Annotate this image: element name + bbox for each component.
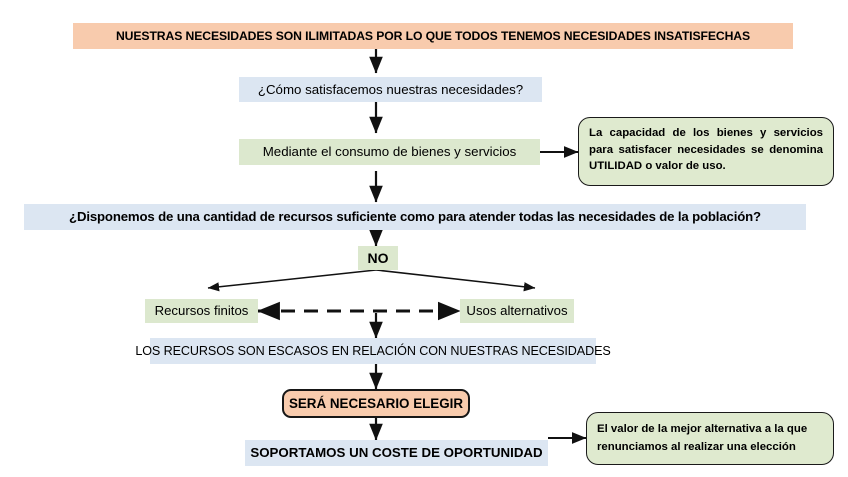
node-question-resources: ¿Disponemos de una cantidad de recursos … bbox=[24, 204, 806, 230]
node-answer-consumption: Mediante el consumo de bienes y servicio… bbox=[239, 139, 540, 165]
node-opportunity-cost: SOPORTAMOS UN COSTE DE OPORTUNIDAD bbox=[245, 440, 548, 466]
node-must-choose: SERÁ NECESARIO ELEGIR bbox=[282, 389, 470, 418]
wire-answer-no-to-finite-resources bbox=[207, 269, 377, 292]
callout-coste-oportunidad: El valor de la mejor alternativa a la qu… bbox=[586, 412, 834, 465]
callout-utilidad: La capacidad de los bienes y servicios p… bbox=[578, 117, 834, 186]
node-header: NUESTRAS NECESIDADES SON ILIMITADAS POR … bbox=[73, 23, 793, 49]
node-scarcity: LOS RECURSOS SON ESCASOS EN RELACIÓN CON… bbox=[135, 338, 611, 364]
node-finite-resources: Recursos finitos bbox=[145, 299, 258, 323]
wire-answer-no-to-alternative-uses bbox=[375, 269, 536, 292]
node-question-how: ¿Cómo satisfacemos nuestras necesidades? bbox=[239, 77, 542, 102]
node-answer-no: NO bbox=[358, 246, 398, 270]
node-alternative-uses: Usos alternativos bbox=[460, 299, 574, 323]
